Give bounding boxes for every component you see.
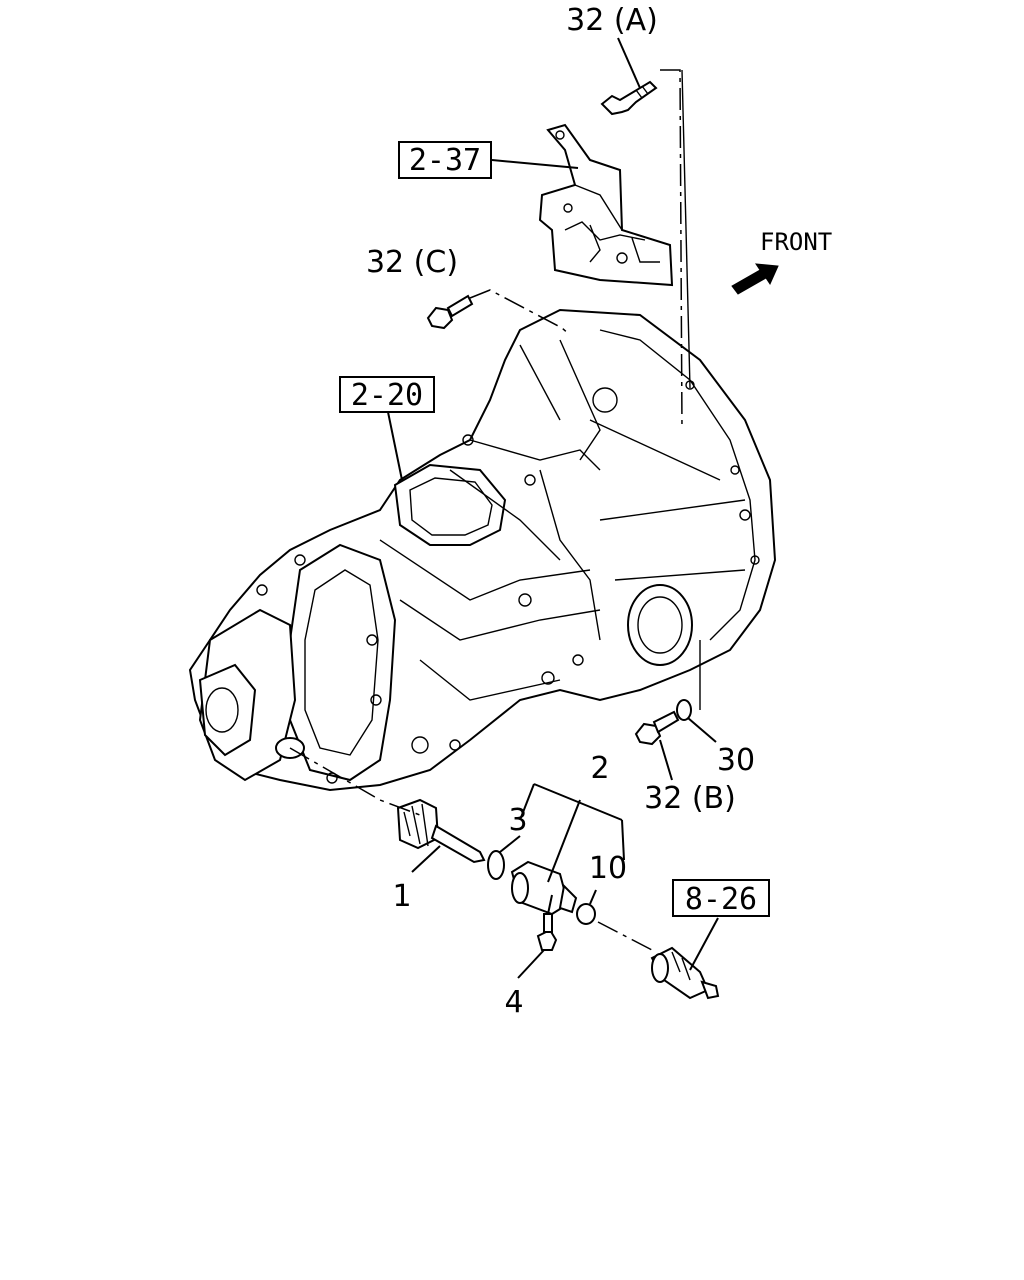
callout-30[interactable]: 30 [717,743,755,778]
callout-32c[interactable]: 32 (C) [366,245,458,280]
bolt-32b [634,710,680,746]
ref-box-8-26[interactable]: 8-26 [672,879,770,917]
ref-box-label: 2-37 [409,143,481,178]
callout-3[interactable]: 3 [508,803,527,838]
bushing-10 [576,903,596,925]
callout-2[interactable]: 2 [590,751,609,786]
callout-32a[interactable]: 32 (A) [566,3,658,38]
transmission-assembly [188,308,777,792]
ref-box-label: 2-20 [351,378,423,413]
sleeve-2 [510,860,578,916]
callout-4[interactable]: 4 [504,985,523,1020]
o-ring-3 [487,850,505,880]
callout-32b[interactable]: 32 (B) [644,781,736,816]
ref-box-2-37[interactable]: 2-37 [398,141,492,179]
shaft-1 [396,798,486,864]
bracket-assembly [538,123,674,287]
front-label: FRONT [760,228,832,256]
ref-box-2-20[interactable]: 2-20 [339,376,435,413]
callout-1[interactable]: 1 [392,879,411,914]
ref-box-label: 8-26 [685,882,757,917]
bolt-4 [536,913,558,951]
callout-10[interactable]: 10 [589,851,627,886]
leader-lines [289,37,719,979]
bolt-32a [600,80,658,116]
front-indicator: FRONT [731,228,832,295]
washer-30 [676,699,692,721]
front-arrow-icon [731,263,779,295]
bolt-32c [426,294,474,330]
speed-sensor-8-26 [650,946,720,1000]
